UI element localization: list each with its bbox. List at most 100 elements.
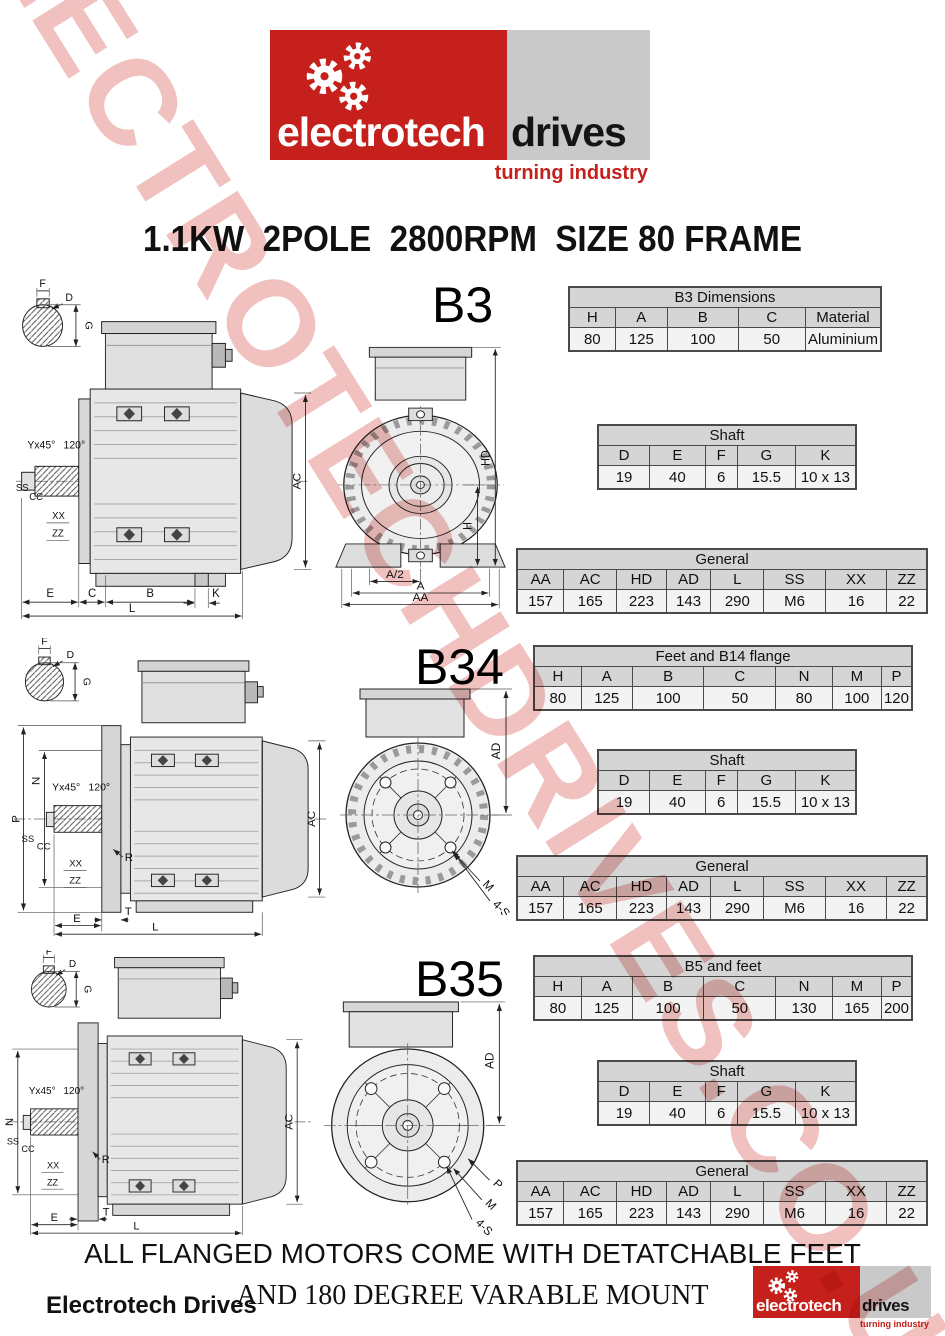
table-header-cell: B	[667, 307, 739, 328]
dim-label-yx45: Yx45°	[27, 439, 55, 451]
table-header-cell: D	[597, 1081, 651, 1102]
dim-label-f: F	[46, 950, 52, 958]
table-value-cell: 143	[665, 1201, 712, 1226]
table-value-cell: 6	[704, 1101, 738, 1126]
shaft-section-inset: F D G	[24, 638, 92, 702]
table-header-cell: N	[775, 666, 833, 687]
logo-red-block: electrotech	[270, 30, 507, 160]
motor-side-view	[15, 321, 310, 587]
table-header-cell: SS	[763, 1181, 826, 1202]
dim-label-g: G	[82, 321, 94, 329]
table-header-cell: AA	[516, 569, 565, 590]
table-header-cell: C	[703, 976, 777, 997]
table-value-cell: 40	[649, 1101, 706, 1126]
table-header-cell: XX	[824, 1181, 888, 1202]
dim-label-h: H	[462, 522, 475, 530]
footer-company-name: Electrotech Drives	[46, 1292, 257, 1319]
table-header-cell: ZZ	[886, 1181, 928, 1202]
table-value-cell: 157	[516, 896, 565, 921]
table-value-cell: 10 x 13	[794, 465, 857, 490]
table-value-cell: 100	[631, 996, 705, 1021]
table-value-cell: 16	[824, 896, 888, 921]
logo-electrotech: electrotech	[756, 1296, 842, 1315]
table-value-cell: 22	[886, 896, 928, 921]
table-value-cell: 120	[880, 686, 913, 711]
table-header-cell: AC	[563, 1181, 618, 1202]
table-header-cell: Material	[804, 307, 882, 328]
table-header-cell: E	[649, 770, 706, 791]
dim-label-yx45: Yx45°	[52, 782, 80, 793]
table-title: Shaft	[597, 749, 857, 771]
table-header-cell: H	[533, 666, 582, 687]
table-value-cell: 100	[667, 327, 739, 352]
dim-label-b: B	[146, 587, 154, 600]
dim-label-4s: 4-S	[473, 1216, 495, 1238]
table-header-cell: C	[737, 307, 806, 328]
dim-label-r: R	[102, 1154, 110, 1166]
table-header-cell: ZZ	[886, 876, 928, 897]
b34-side-view-drawing: F D G	[12, 638, 328, 937]
table-value-cell: 15.5	[736, 790, 796, 815]
table-header-cell: M	[831, 976, 882, 997]
table-value-cell: 100	[631, 686, 705, 711]
table-value-cell: 157	[516, 1201, 565, 1226]
table-header-cell: F	[704, 445, 738, 466]
dim-label-cc: CC	[21, 1144, 34, 1154]
dim-label-r: R	[125, 852, 133, 864]
table-value-cell: 15.5	[736, 465, 796, 490]
dim-label-d: D	[65, 292, 73, 304]
table-value-cell: 130	[775, 996, 833, 1021]
table-header-cell: P	[880, 666, 913, 687]
dim-label-zz: ZZ	[69, 876, 81, 887]
dim-label-120: 120°	[63, 1086, 84, 1097]
table-value-cell: 80	[533, 686, 582, 711]
dim-label-p: P	[490, 1177, 505, 1192]
table-value-cell: 6	[704, 790, 738, 815]
dim-label-ss: SS	[16, 483, 29, 494]
logo-red-block: electrotech	[753, 1266, 860, 1318]
dim-label-ac: AC	[284, 1114, 296, 1130]
table-value-cell: 200	[880, 996, 913, 1021]
table-value-cell: 10 x 13	[794, 1101, 857, 1126]
dim-label-4s: 4-S	[490, 897, 513, 915]
dim-label-xx: XX	[52, 511, 65, 522]
b34-side-dimensions: P N AC Yx45° 120° SS CC XX ZZ R T E L	[12, 725, 326, 937]
table-value-cell: 6	[704, 465, 738, 490]
table-header-cell: H	[533, 976, 582, 997]
table-title: B5 and feet	[533, 955, 913, 977]
table-value-cell: 165	[831, 996, 882, 1021]
dim-label-a-half: A/2	[386, 569, 404, 580]
logo-tagline: turning industry	[494, 162, 648, 184]
table-header-cell: C	[703, 666, 777, 687]
motor-side-view	[6, 957, 314, 1222]
table-value-cell: 143	[665, 589, 712, 614]
dim-label-xx: XX	[69, 859, 82, 870]
table-header-cell: D	[597, 445, 651, 466]
table-value-cell: 19	[597, 790, 651, 815]
dim-label-t: T	[125, 906, 132, 918]
table-header-cell: ZZ	[886, 569, 928, 590]
table-value-cell: 19	[597, 1101, 651, 1126]
b3-side-dimensions: AC K E C B L Yx45° 120° SS CC XX ZZ	[16, 392, 312, 620]
dim-label-c: C	[88, 587, 96, 600]
table-header-cell: D	[597, 770, 651, 791]
table-value-cell: M6	[763, 1201, 826, 1226]
table-value-cell: 80	[568, 327, 616, 352]
table-title: General	[516, 855, 928, 877]
dim-label-e: E	[73, 913, 81, 925]
table-title: General	[516, 1160, 928, 1182]
table-header-cell: L	[710, 569, 765, 590]
dim-label-zz: ZZ	[47, 1177, 58, 1187]
table-header-cell: E	[649, 445, 706, 466]
table-value-cell: 80	[775, 686, 833, 711]
dim-label-yx45: Yx45°	[29, 1086, 56, 1097]
